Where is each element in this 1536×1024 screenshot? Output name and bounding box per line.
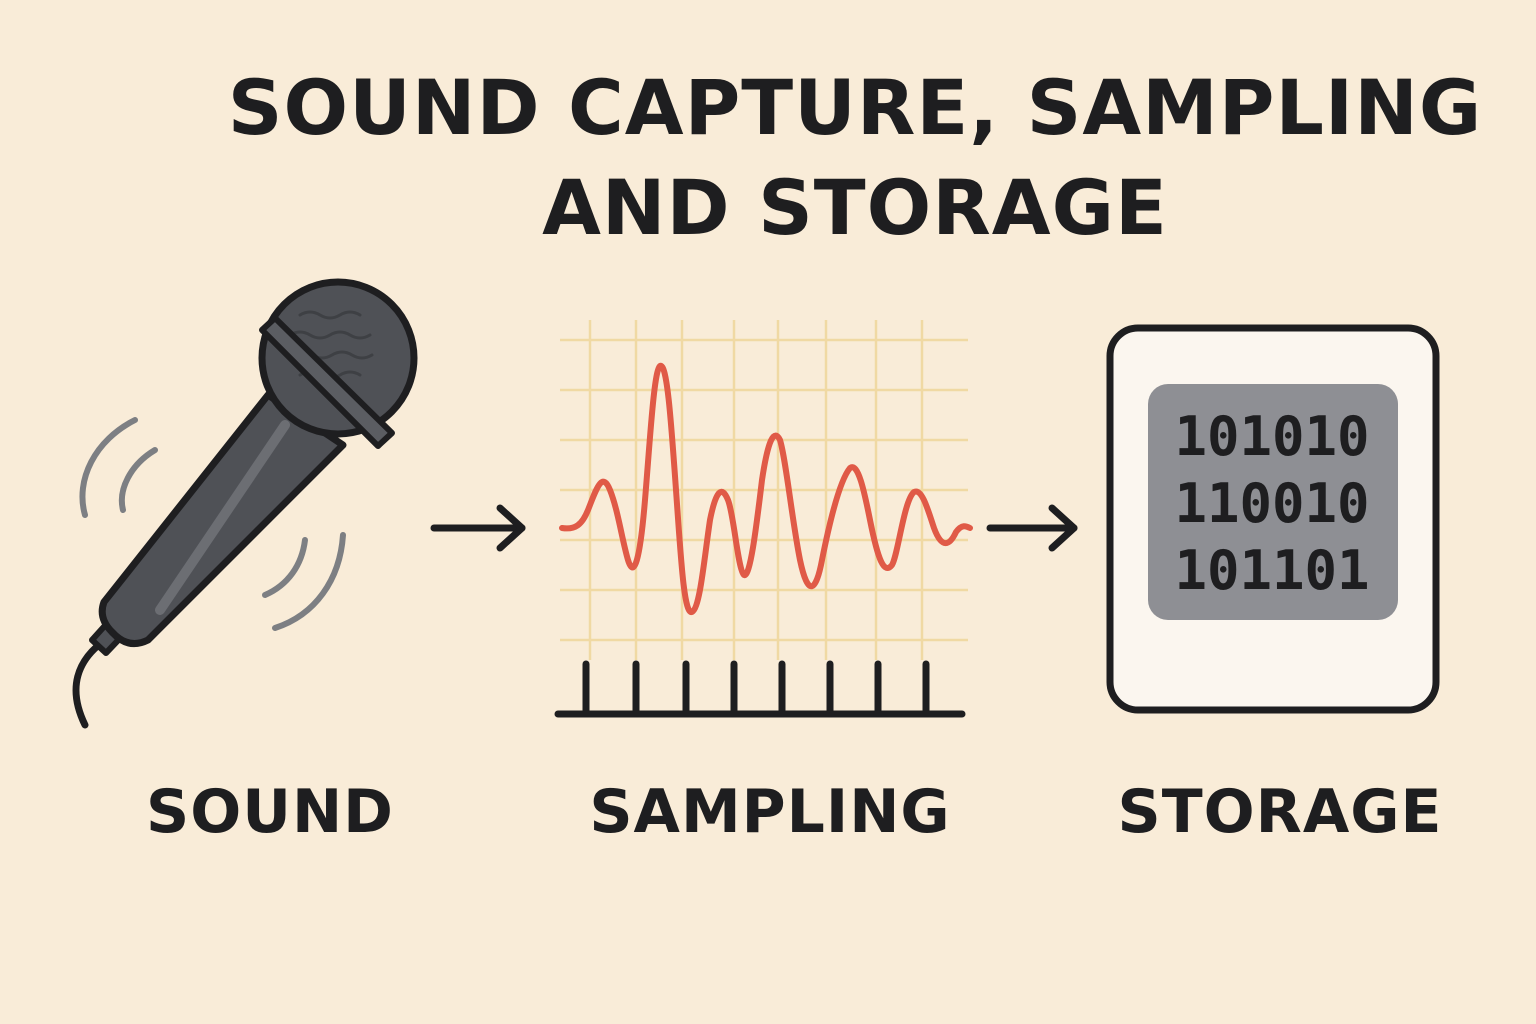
microphone-band bbox=[259, 315, 395, 449]
page-title: SOUND CAPTURE, SAMPLING AND STORAGE bbox=[200, 58, 1510, 258]
stage-label-sound: SOUND bbox=[146, 777, 394, 847]
title-line-2: AND STORAGE bbox=[542, 163, 1168, 252]
binary-line-1: 101010 bbox=[1174, 405, 1369, 468]
waveform-icon bbox=[554, 320, 973, 718]
binary-line-2: 110010 bbox=[1174, 472, 1369, 535]
microphone-head bbox=[258, 278, 418, 438]
sound-waves-right-icon bbox=[262, 532, 346, 631]
storage-screen bbox=[1148, 384, 1398, 620]
sampling-grid bbox=[560, 320, 968, 660]
stage-label-storage: STORAGE bbox=[1117, 777, 1443, 847]
stage-label-sampling: SAMPLING bbox=[589, 777, 951, 847]
sound-waveform bbox=[559, 362, 973, 615]
title-line-1: SOUND CAPTURE, SAMPLING bbox=[227, 63, 1483, 152]
sampling-pulses bbox=[554, 660, 966, 718]
microphone-icon bbox=[72, 278, 418, 729]
sound-waves-left-icon bbox=[79, 417, 158, 518]
binary-line-3: 101101 bbox=[1174, 539, 1369, 602]
arrow-right-icon bbox=[986, 504, 1078, 552]
arrow-right-icon bbox=[430, 504, 526, 552]
storage-icon: 101010 110010 101101 bbox=[1106, 324, 1440, 714]
